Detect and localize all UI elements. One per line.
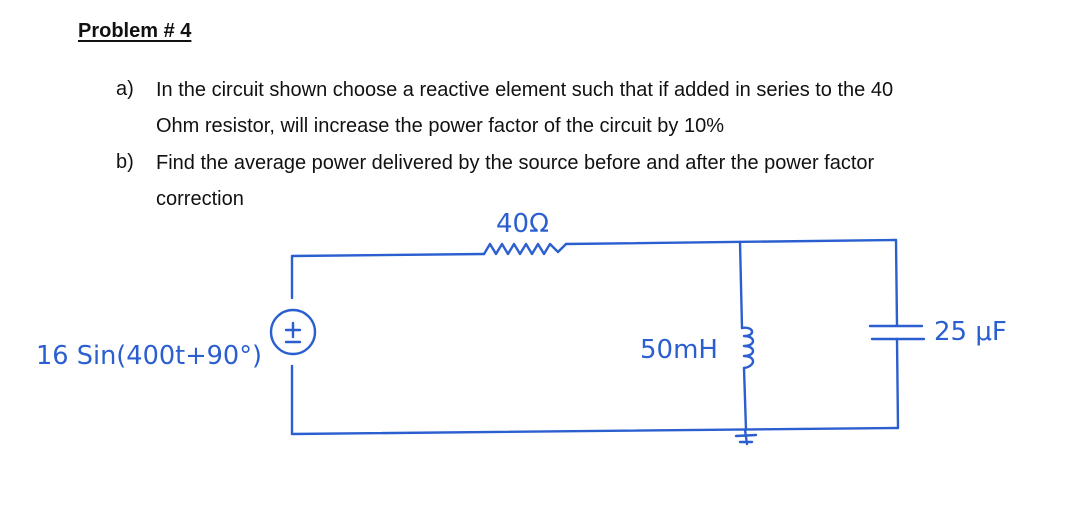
part-b-line-2: correction bbox=[156, 188, 244, 210]
wire-inductor-top bbox=[738, 240, 744, 330]
inductor-symbol bbox=[740, 326, 755, 370]
part-a-line-2: Ohm resistor, will increase the power fa… bbox=[156, 115, 725, 137]
problem-title: Problem # 4 bbox=[78, 20, 192, 42]
part-b-text: Find the average power delivered by the … bbox=[156, 145, 1056, 217]
part-b-letter: b) bbox=[116, 151, 134, 173]
wire-capacitor-bottom bbox=[895, 337, 900, 430]
inductor-label: 50mH bbox=[640, 335, 718, 365]
part-b-line-1: Find the average power delivered by the … bbox=[156, 152, 875, 174]
voltage-source-symbol bbox=[269, 308, 317, 356]
wire-right-vertical bbox=[894, 238, 899, 328]
wire-inductor-bottom bbox=[742, 366, 748, 432]
wire-bottom bbox=[290, 426, 900, 436]
part-a-line-1: In the circuit shown choose a reactive e… bbox=[156, 79, 894, 101]
wire-top-left bbox=[290, 252, 486, 300]
part-a-letter: a) bbox=[116, 78, 134, 100]
part-a-text: In the circuit shown choose a reactive e… bbox=[156, 72, 1056, 144]
capacitor-label: 25 μF bbox=[934, 317, 1007, 347]
capacitor-symbol bbox=[868, 324, 926, 341]
junction-mark-icon bbox=[734, 428, 758, 446]
resistor-label: 40Ω bbox=[496, 209, 549, 239]
resistor-symbol bbox=[482, 242, 568, 256]
source-label: 16 Sin(400t+90°) bbox=[36, 341, 262, 371]
source-sign-icon bbox=[284, 321, 302, 344]
wire-top-right bbox=[564, 238, 898, 246]
